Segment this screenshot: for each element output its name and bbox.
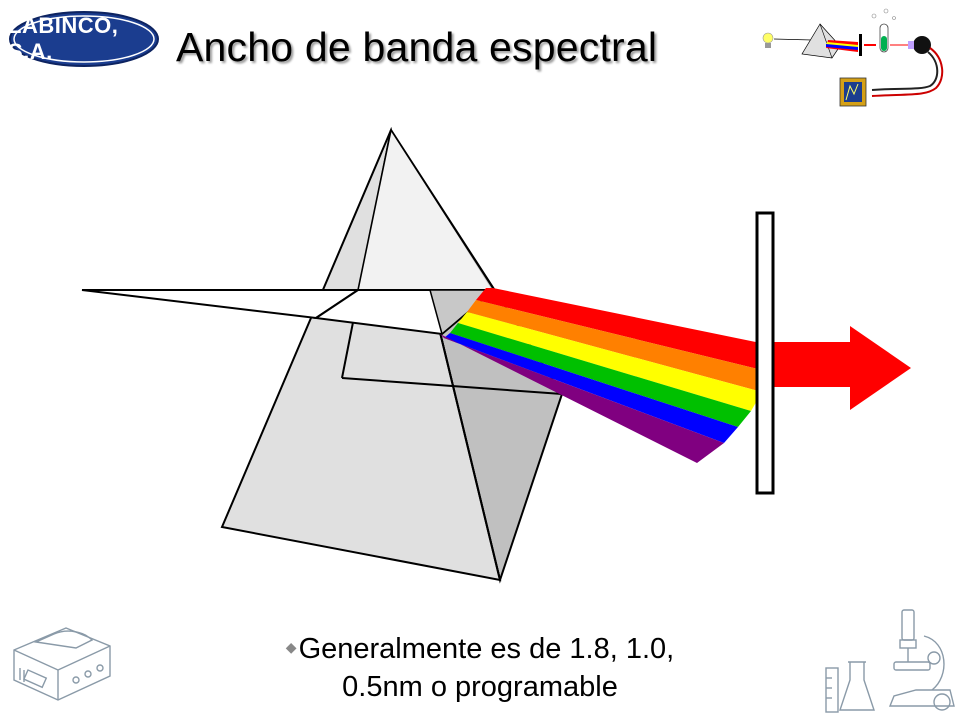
bulb-icon	[762, 32, 774, 48]
refracted-beam	[313, 289, 497, 336]
mini-prism-icon	[801, 23, 841, 59]
band-yellow	[458, 312, 762, 411]
band-violet	[440, 334, 724, 463]
page-title: Ancho de banda espectral	[176, 24, 658, 70]
test-tube-icon	[871, 8, 896, 53]
labinco-logo: LABINCO, S.A.	[8, 10, 160, 68]
recorder-icon	[839, 77, 867, 107]
output-arrow	[771, 326, 911, 410]
caption-line-2: 0.5nm o programable	[342, 671, 618, 703]
exit-slit	[755, 211, 775, 495]
band-red	[476, 288, 775, 372]
spectrum-bands	[440, 288, 775, 463]
band-blue	[444, 333, 738, 443]
spectrophotometer-diagram-icon	[762, 8, 944, 107]
prism-inner-glass	[316, 130, 492, 334]
caption: ◆Generalmente es de 1.8, 1.0, 0.5nm o pr…	[200, 628, 760, 706]
caption-line-1: Generalmente es de 1.8, 1.0,	[298, 633, 675, 665]
diamond-bullet-icon: ◆	[285, 639, 297, 655]
detector-icon	[908, 36, 931, 54]
prism-front-face	[220, 126, 502, 582]
incident-beam	[81, 289, 362, 320]
microscope-flask-icon	[825, 609, 955, 713]
logo-text: LABINCO, S.A.	[8, 13, 119, 64]
band-orange	[467, 300, 770, 392]
prism-right-face	[390, 129, 564, 584]
mini-slit-icon	[859, 34, 862, 56]
spectrophotometer-icon	[13, 627, 111, 701]
band-green	[450, 323, 751, 427]
